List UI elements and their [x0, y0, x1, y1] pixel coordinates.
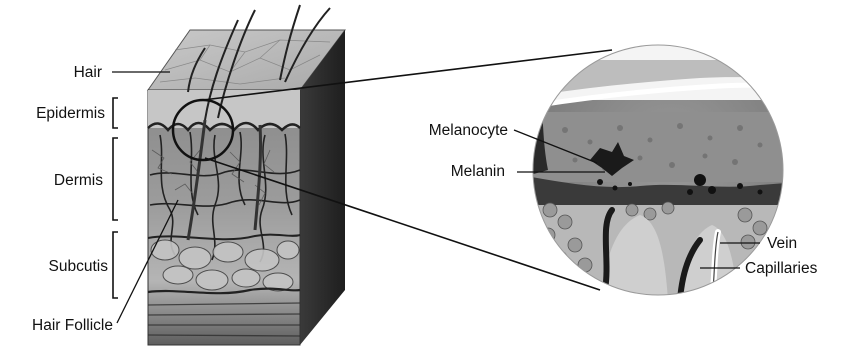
label-dermis: Dermis: [54, 172, 103, 189]
label-melanin: Melanin: [451, 163, 505, 180]
label-vein: Vein: [767, 235, 797, 252]
label-capillaries: Capillaries: [745, 260, 818, 277]
label-hair-follicle: Hair Follicle: [32, 317, 113, 334]
label-epidermis: Epidermis: [36, 105, 105, 122]
label-subcutis: Subcutis: [49, 258, 109, 275]
skin-block: [148, 5, 345, 345]
label-melanocyte: Melanocyte: [429, 122, 508, 139]
label-hair: Hair: [74, 64, 102, 81]
left-brackets: [113, 98, 118, 298]
